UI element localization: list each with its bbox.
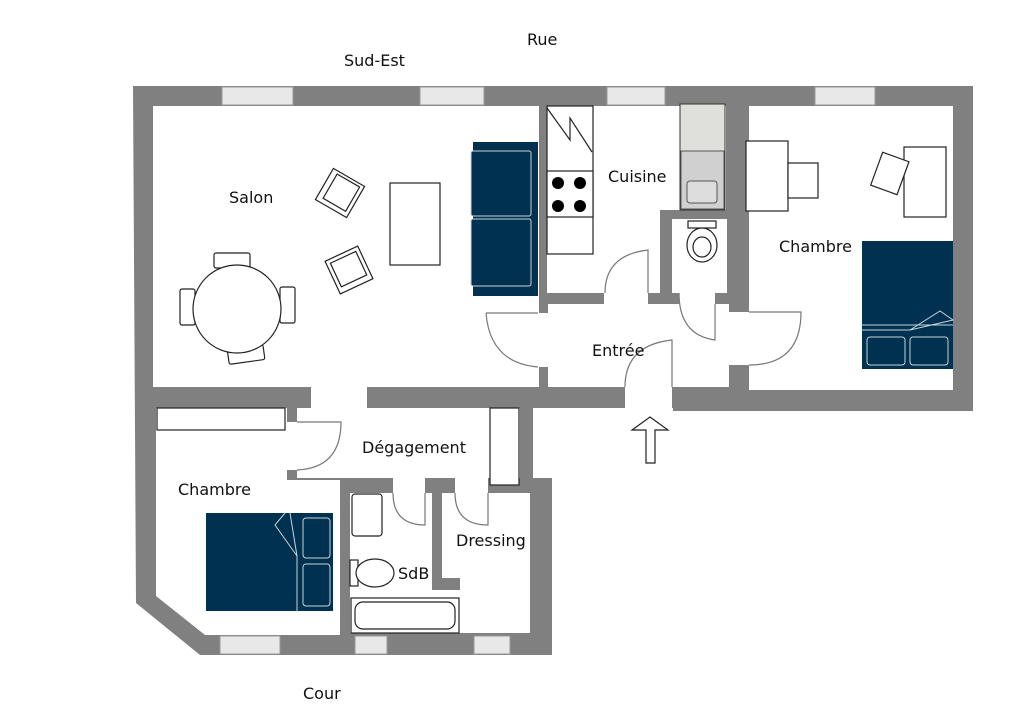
dining-table — [179, 252, 296, 365]
door-opening-dressing[interactable] — [455, 477, 488, 494]
front-door-opening[interactable] — [625, 386, 672, 409]
window — [606, 86, 666, 106]
room-label-dressing: Dressing — [456, 531, 526, 550]
dressing-floor — [442, 493, 530, 633]
bed — [206, 512, 333, 611]
courtyard-label: Cour — [303, 684, 341, 703]
desk-chair — [787, 162, 819, 199]
window — [419, 86, 485, 106]
door-opening-chambre-1[interactable] — [728, 312, 750, 365]
room-label-sdb: SdB — [398, 564, 429, 583]
bed — [862, 241, 955, 369]
window — [221, 86, 294, 106]
exposure-label: Sud-Est — [344, 51, 405, 70]
window — [354, 635, 388, 655]
kitchen-counter — [546, 103, 726, 255]
door-opening-chambre-2[interactable] — [286, 422, 298, 470]
sofa — [470, 142, 538, 296]
washbasin — [351, 493, 383, 537]
street-label: Rue — [527, 30, 557, 49]
entree-floor — [548, 304, 729, 387]
wardrobe — [156, 407, 286, 431]
windows — [219, 86, 876, 655]
window — [814, 86, 876, 106]
door-opening-wc[interactable] — [679, 292, 715, 305]
desk — [903, 146, 947, 218]
door-opening-cuisine[interactable] — [604, 292, 648, 305]
door-opening-salon-entree[interactable] — [538, 313, 549, 367]
door-opening-sdb[interactable] — [393, 477, 425, 494]
room-label-salon: Salon — [229, 188, 273, 207]
coffee-table — [389, 182, 441, 266]
toilet-icon — [686, 220, 718, 263]
armchair — [314, 167, 366, 219]
degagement-floor — [297, 408, 520, 478]
room-label-degagement: Dégagement — [362, 438, 466, 457]
room-label-cuisine: Cuisine — [608, 167, 667, 186]
sink-icon — [686, 180, 718, 204]
room-label-entree: Entrée — [592, 341, 644, 360]
window — [473, 635, 511, 655]
entrance-arrow-icon — [630, 416, 670, 464]
stove-icon — [552, 177, 586, 212]
room-label-chambre-1: Chambre — [779, 237, 852, 256]
desk — [745, 140, 789, 212]
bathtub-basin — [354, 601, 456, 630]
closet — [489, 407, 520, 486]
window — [219, 635, 281, 655]
opening-salon-degagement[interactable] — [311, 386, 367, 409]
toilet-icon — [349, 558, 395, 588]
desk-chair — [869, 151, 910, 196]
room-label-chambre-2: Chambre — [178, 480, 251, 499]
door-swings — [296, 249, 802, 526]
armchair — [324, 245, 374, 295]
